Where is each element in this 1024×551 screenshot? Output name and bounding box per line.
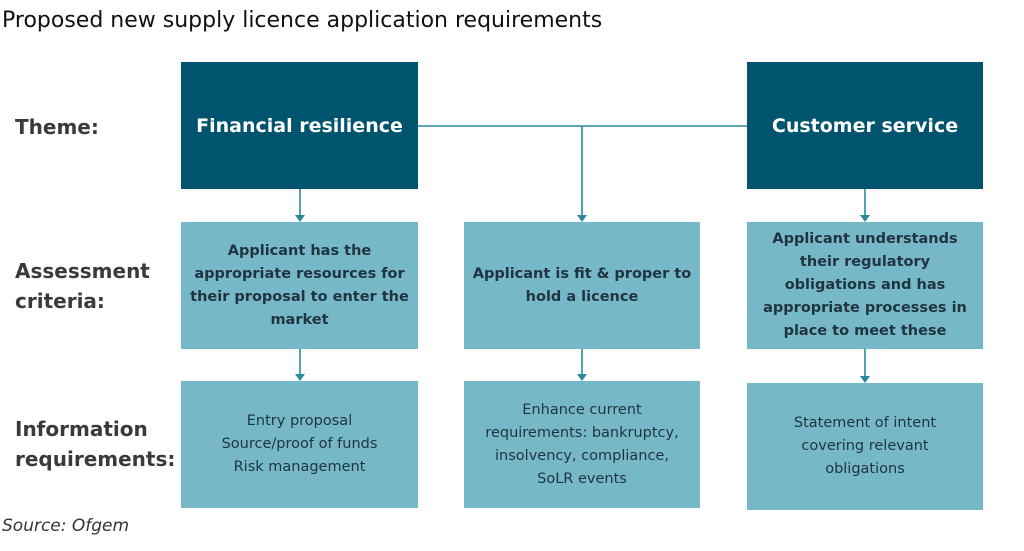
info-customer: Statement of intent covering relevant ob… bbox=[747, 383, 983, 510]
criteria-customer: Applicant understands their regulatory o… bbox=[747, 222, 983, 349]
arrowhead bbox=[295, 374, 305, 381]
row-label-theme: Theme: bbox=[15, 115, 99, 139]
theme-customer-service: Customer service bbox=[747, 62, 983, 189]
theme-financial-resilience: Financial resilience bbox=[181, 62, 418, 189]
arrowhead bbox=[295, 215, 305, 222]
arrowhead bbox=[577, 374, 587, 381]
arrowhead bbox=[860, 376, 870, 383]
source-note: Source: Ofgem bbox=[2, 516, 130, 536]
info-financial: Entry proposal Source/proof of funds Ris… bbox=[181, 381, 418, 508]
page-title: Proposed new supply licence application … bbox=[2, 8, 603, 33]
row-label-assessment: Assessment criteria: bbox=[15, 259, 150, 313]
criteria-financial: Applicant has the appropriate resources … bbox=[181, 222, 418, 349]
arrowhead bbox=[577, 215, 587, 222]
arrowhead bbox=[860, 215, 870, 222]
row-label-information: Information requirements: bbox=[15, 417, 176, 471]
criteria-fit-proper: Applicant is fit & proper to hold a lice… bbox=[464, 222, 700, 349]
info-fit-proper: Enhance current requirements: bankruptcy… bbox=[464, 381, 700, 508]
